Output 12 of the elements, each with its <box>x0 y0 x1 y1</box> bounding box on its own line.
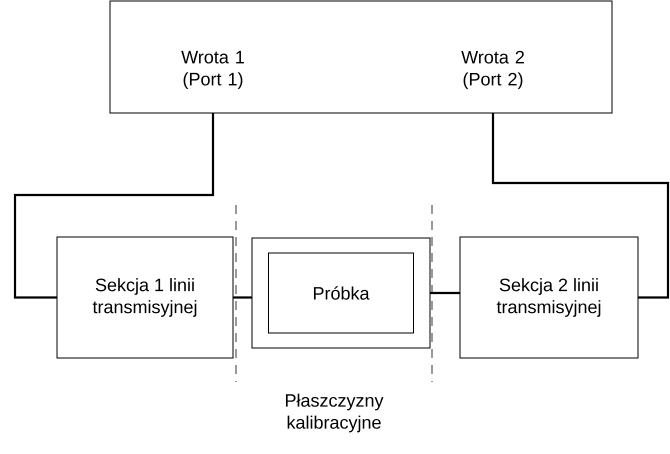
port-label: Wrota 2 (Port 2) <box>461 50 524 90</box>
section-box: Sekcja 1 linii transmisyjnej <box>56 236 234 358</box>
connector-line <box>14 113 214 299</box>
analyzer-box <box>110 0 612 114</box>
connector-line <box>234 296 252 299</box>
connector-line <box>492 113 670 299</box>
port-label: Wrota 1 (Port 1) <box>181 50 244 90</box>
holder-box <box>252 238 430 348</box>
plane-label: Płaszczyzny kalibracyjne <box>286 394 384 432</box>
connector-line <box>430 292 460 294</box>
section-box: Sekcja 2 linii transmisyjnej <box>460 236 638 358</box>
sample-box: Próbka <box>268 252 414 334</box>
